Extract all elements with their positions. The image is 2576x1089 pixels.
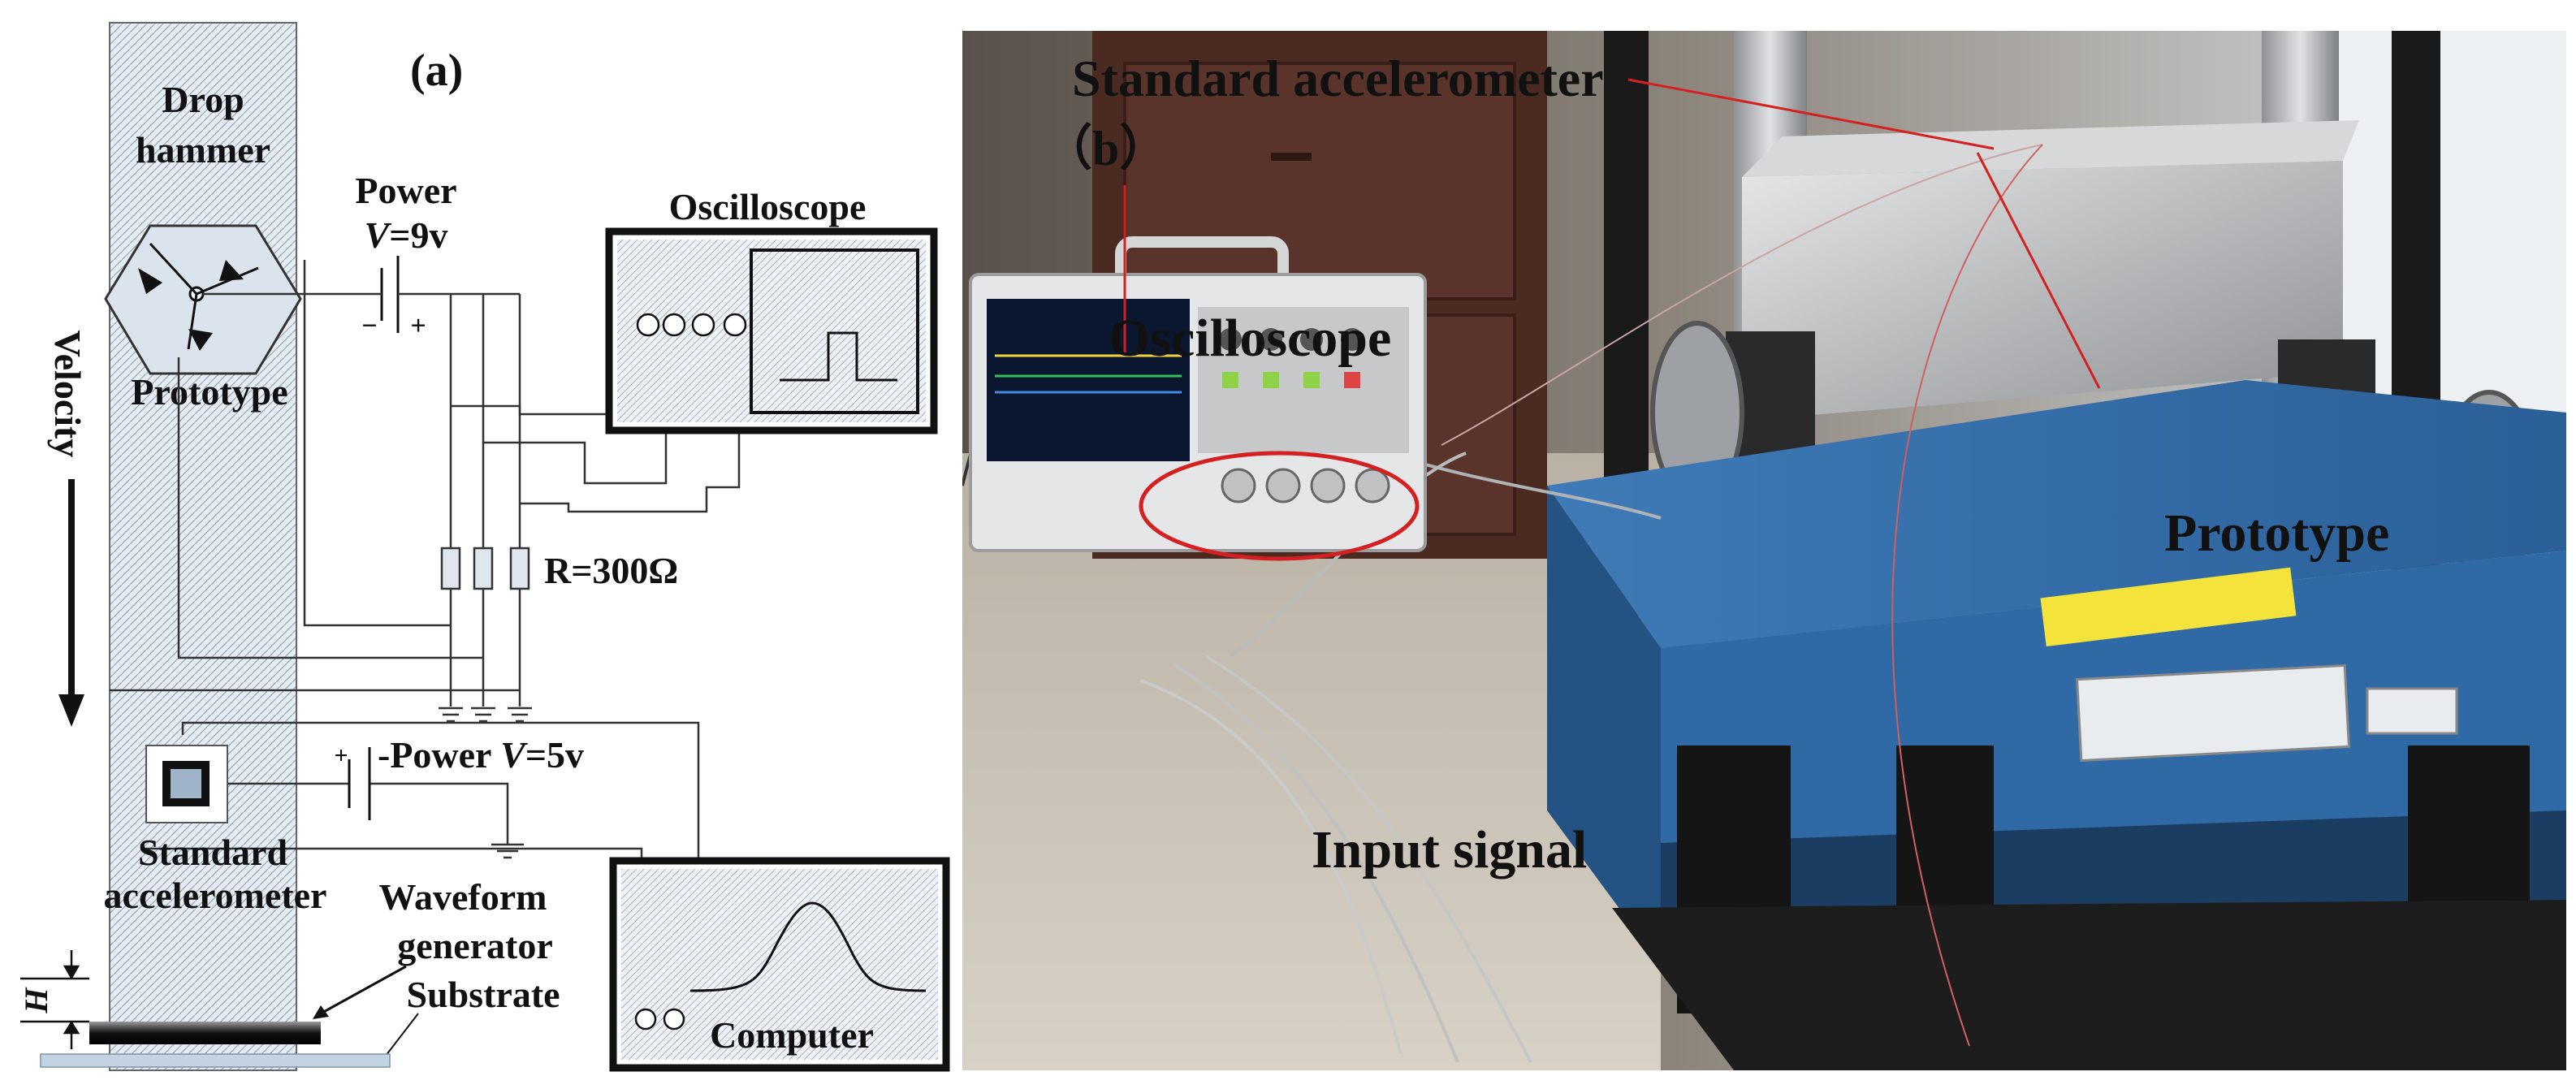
battery-minus-sign: − xyxy=(361,311,377,341)
prototype-label: Prototype xyxy=(2164,503,2389,563)
standard-accelerometer-label-line1: Standard xyxy=(138,832,287,873)
power1-value: V=9v xyxy=(365,214,448,256)
blue-table xyxy=(1547,380,2566,1070)
height-label: H xyxy=(18,987,54,1014)
drop-hammer-label-line1: Drop xyxy=(162,79,244,120)
velocity-label: Velocity xyxy=(47,331,89,458)
resistors xyxy=(440,547,530,590)
floor xyxy=(962,453,1661,1070)
battery-5v xyxy=(348,747,371,820)
ground-symbols xyxy=(439,707,532,859)
oscilloscope-label: Oscilloscope xyxy=(669,186,867,227)
warning-label xyxy=(2040,567,2297,647)
standard-accelerometer xyxy=(145,745,228,823)
standard-accelerometer-label-line2: accelerometer xyxy=(104,875,327,916)
drop-hammer-label-line2: hammer xyxy=(136,129,270,171)
velocity-arrow xyxy=(58,479,84,727)
panel-b-tag: （b） xyxy=(1044,121,1168,175)
battery2-plus-sign: + xyxy=(334,742,348,769)
standard-accelerometer-label: Standard accelerometer xyxy=(1072,50,1604,107)
battery-plus-sign: + xyxy=(410,311,426,341)
panel-a-tag: (a) xyxy=(410,45,463,96)
oscilloscope-device xyxy=(969,236,1427,552)
waveform-generator-label-line2: generator xyxy=(397,925,553,966)
nameplate xyxy=(2076,663,2350,763)
oscilloscope-box xyxy=(605,227,938,434)
annotation-lines xyxy=(1123,78,2101,389)
input-signal-label: Input signal xyxy=(1312,820,1587,879)
waveform-generator-leader xyxy=(320,965,407,1015)
photo-panel-b: Standard accelerometer （b） Oscilloscope … xyxy=(962,31,2566,1070)
drop-hammer-column xyxy=(109,22,297,1071)
input-signal-circle xyxy=(1139,451,1420,561)
prototype-hexagon xyxy=(104,224,302,375)
substrate-label: Substrate xyxy=(406,974,560,1015)
resistor-label: R=300Ω xyxy=(544,550,678,591)
substrate-plate xyxy=(40,1053,391,1068)
computer-label: Computer xyxy=(710,1014,874,1056)
schematic-panel-a: Drop hammer (a) Velocity Prototype Power… xyxy=(18,22,950,1072)
power2-label: -Power V=5v xyxy=(378,734,584,776)
computer-box xyxy=(609,857,950,1072)
prototype-label: Prototype xyxy=(131,371,287,413)
oscilloscope-label: Oscilloscope xyxy=(1109,309,1391,368)
substrate-leader xyxy=(385,1013,419,1057)
waveform-generator-label-line1: Waveform xyxy=(379,876,547,918)
battery-9v xyxy=(380,256,400,333)
height-dimension xyxy=(20,950,89,1049)
waveform-generator-block xyxy=(89,1022,321,1044)
power1-label: Power xyxy=(355,170,456,211)
